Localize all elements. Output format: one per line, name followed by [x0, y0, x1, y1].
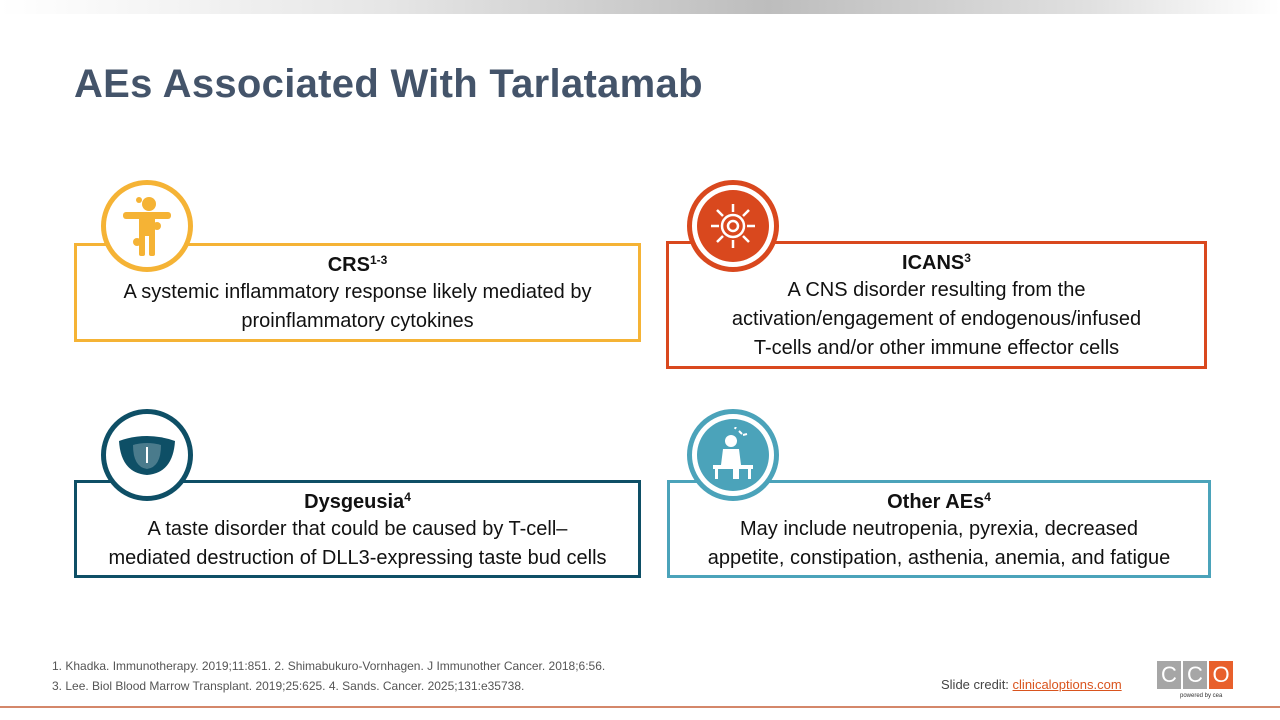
card-title: Other AEs4 [887, 490, 991, 513]
card-text: mediated destruction of DLL3-expressing … [108, 547, 607, 569]
crs-card: CRS1-3 A systemic inflammatory response … [74, 243, 641, 342]
fatigued-person-icon [687, 409, 779, 501]
card-title: CRS1-3 [327, 253, 388, 276]
card-title: ICANS3 [902, 251, 971, 274]
card-text: A systemic inflammatory response likely … [123, 281, 592, 303]
dysgeusia-card: Dysgeusia4 A taste disorder that could b… [74, 480, 641, 578]
cco-logo: C C O [1157, 661, 1233, 689]
reference-line: 1. Khadka. Immunotherapy. 2019;11:851. 2… [52, 659, 606, 673]
card-text: activation/engagement of endogenous/infu… [731, 308, 1142, 330]
logo-letter: C [1157, 661, 1181, 689]
slide-credit: Slide credit: clinicaloptions.com [941, 677, 1122, 692]
card-text: A taste disorder that could be caused by… [147, 518, 568, 540]
logo-letter: O [1209, 661, 1233, 689]
logo-letter: C [1183, 661, 1207, 689]
references: 1. Khadka. Immunotherapy. 2019;11:851. 2… [52, 656, 605, 696]
card-title: Dysgeusia4 [304, 490, 411, 513]
credit-link[interactable]: clinicaloptions.com [1012, 677, 1122, 692]
card-text: T-cells and/or other immune effector cel… [753, 337, 1120, 359]
powered-by: powered by cea [1180, 693, 1223, 699]
body-inflammation-icon [101, 180, 193, 272]
credit-label: Slide credit: [941, 677, 1013, 692]
other-aes-card: Other AEs4 May include neutropenia, pyre… [667, 480, 1211, 578]
immune-cell-icon [687, 180, 779, 272]
card-text: appetite, constipation, asthenia, anemia… [707, 547, 1171, 569]
reference-line: 3. Lee. Biol Blood Marrow Transplant. 20… [52, 679, 525, 693]
top-gradient-bar [0, 0, 1280, 14]
card-text: proinflammatory cytokines [241, 310, 474, 332]
card-text: May include neutropenia, pyrexia, decrea… [739, 518, 1139, 540]
card-text: A CNS disorder resulting from the [787, 279, 1086, 301]
page-title: AEs Associated With Tarlatamab [74, 62, 703, 106]
bottom-divider [0, 706, 1280, 708]
tongue-icon [101, 409, 193, 501]
